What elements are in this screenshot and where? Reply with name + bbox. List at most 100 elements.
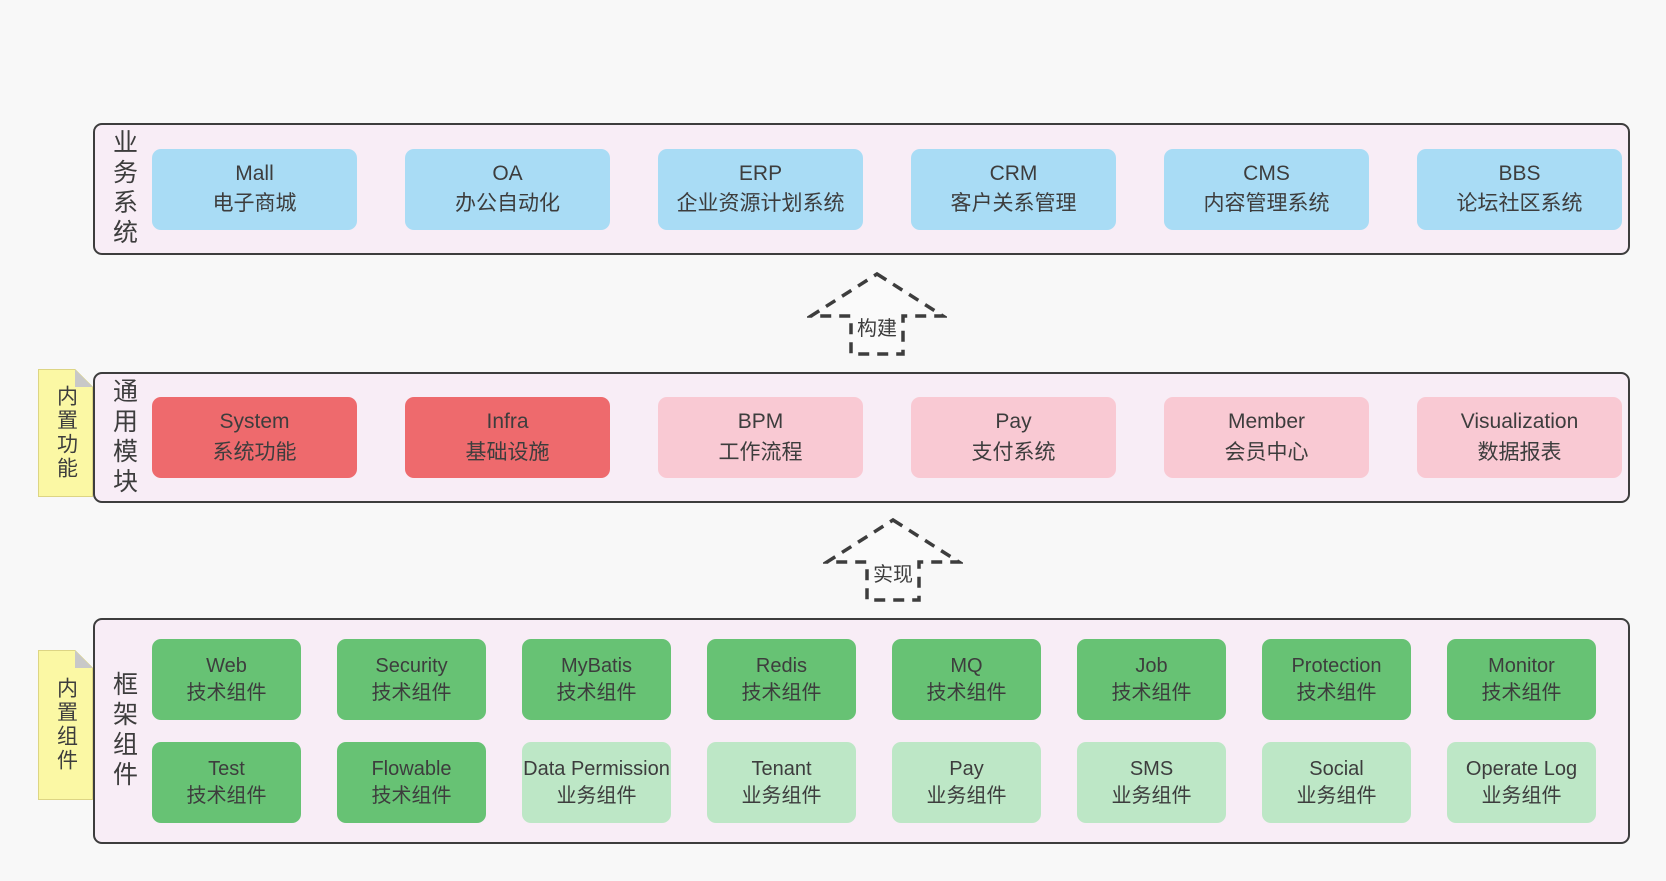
module-box: Visualization 数据报表: [1417, 397, 1622, 478]
module-subtitle: 技术组件: [926, 681, 1007, 704]
module-box: Test 技术组件: [152, 742, 301, 823]
modules-box-grid: System 系统功能 Infra 基础设施 BPM 工作流程 Pay 支付系统…: [152, 374, 1628, 501]
module-title: BBS: [1498, 161, 1541, 185]
sticky-note-icon: [38, 650, 93, 800]
module-title: MyBatis: [560, 655, 633, 678]
module-subtitle: 内容管理系统: [1203, 192, 1330, 215]
module-box: Protection 技术组件: [1262, 639, 1411, 720]
module-subtitle: 技术组件: [1111, 681, 1192, 704]
panel-framework-label: 框架组件: [109, 671, 138, 791]
module-title: Redis: [755, 655, 808, 678]
arrow-build: 构建: [807, 270, 947, 358]
module-subtitle: 技术组件: [1481, 681, 1562, 704]
folded-corner-icon: [75, 369, 93, 387]
module-box: Infra 基础设施: [405, 397, 610, 478]
module-title: Member: [1227, 410, 1306, 434]
module-title: CMS: [1243, 161, 1290, 185]
module-box: Data Permission 业务组件: [522, 742, 671, 823]
module-box: System 系统功能: [152, 397, 357, 478]
module-title: Protection: [1291, 655, 1382, 678]
module-subtitle: 技术组件: [371, 784, 452, 807]
panel-modules-label: 通用模块: [109, 377, 138, 498]
module-subtitle: 工作流程: [718, 440, 803, 464]
module-title: Test: [208, 758, 245, 781]
module-subtitle: 客户关系管理: [950, 192, 1077, 215]
module-title: CRM: [989, 161, 1038, 185]
module-title: Visualization: [1460, 410, 1579, 434]
module-subtitle: 技术组件: [741, 681, 822, 704]
module-box: Tenant 业务组件: [707, 742, 856, 823]
panel-business-label: 业务系统: [109, 129, 138, 249]
module-title: Social: [1309, 758, 1364, 781]
module-box: ERP 企业资源计划系统: [658, 148, 863, 230]
panel-common-modules: 通用模块 System 系统功能 Infra 基础设施 BPM 工作流程 Pay…: [93, 372, 1630, 503]
module-title: MQ: [950, 655, 983, 678]
module-title: Job: [1135, 655, 1168, 678]
module-title: Data Permission: [523, 758, 670, 781]
arrow-build-label: 构建: [854, 312, 900, 341]
module-box: MyBatis 技术组件: [522, 639, 671, 720]
module-title: OA: [492, 161, 523, 185]
module-title: Monitor: [1488, 655, 1555, 678]
sticky-note-text: 内置组件: [54, 677, 78, 773]
module-subtitle: 数据报表: [1477, 440, 1562, 464]
module-subtitle: 电子商城: [212, 192, 297, 215]
module-subtitle: 支付系统: [971, 440, 1056, 464]
sticky-note-text: 内置功能: [54, 385, 78, 481]
module-subtitle: 技术组件: [186, 681, 267, 704]
module-subtitle: 办公自动化: [455, 192, 560, 215]
module-subtitle: 基础设施: [465, 440, 550, 464]
module-subtitle: 企业资源计划系统: [676, 192, 845, 215]
module-title: Web: [206, 655, 247, 678]
module-title: Mall: [235, 161, 274, 185]
module-box: MQ 技术组件: [892, 639, 1041, 720]
module-box: Pay 支付系统: [911, 397, 1116, 478]
module-title: BPM: [737, 410, 784, 434]
folded-corner-icon: [75, 650, 93, 668]
module-box: OA 办公自动化: [405, 148, 610, 230]
module-title: System: [219, 410, 290, 434]
module-subtitle: 技术组件: [186, 784, 267, 807]
module-box: Operate Log 业务组件: [1447, 742, 1596, 823]
module-title: Security: [375, 655, 448, 678]
business-box-grid: Mall 电子商城 OA 办公自动化 ERP 企业资源计划系统 CRM 客户关系…: [152, 125, 1628, 253]
module-title: Operate Log: [1465, 758, 1578, 781]
module-subtitle: 业务组件: [741, 784, 822, 807]
arrow-implement-label: 实现: [870, 558, 916, 587]
module-title: ERP: [738, 161, 783, 185]
framework-box-grid: Web 技术组件 Security 技术组件 MyBatis 技术组件 Redi…: [152, 620, 1628, 842]
module-box: Social 业务组件: [1262, 742, 1411, 823]
module-subtitle: 会员中心: [1224, 440, 1309, 464]
module-box: Redis 技术组件: [707, 639, 856, 720]
module-subtitle: 系统功能: [212, 440, 297, 464]
module-subtitle: 技术组件: [556, 681, 637, 704]
module-box: Monitor 技术组件: [1447, 639, 1596, 720]
module-box: BBS 论坛社区系统: [1417, 148, 1622, 230]
module-title: Pay: [995, 410, 1032, 434]
module-subtitle: 业务组件: [926, 784, 1007, 807]
module-box: Pay 业务组件: [892, 742, 1041, 823]
panel-framework-components: 框架组件 Web 技术组件 Security 技术组件 MyBatis 技术组件…: [93, 618, 1630, 844]
sticky-note-icon: [38, 369, 93, 497]
module-subtitle: 技术组件: [371, 681, 452, 704]
module-box: Job 技术组件: [1077, 639, 1226, 720]
module-subtitle: 论坛社区系统: [1456, 192, 1583, 215]
module-title: Flowable: [371, 758, 452, 781]
module-subtitle: 技术组件: [1296, 681, 1377, 704]
module-title: SMS: [1129, 758, 1174, 781]
panel-business-systems: 业务系统 Mall 电子商城 OA 办公自动化 ERP 企业资源计划系统 CRM…: [93, 123, 1630, 255]
module-subtitle: 业务组件: [1111, 784, 1192, 807]
module-box: CRM 客户关系管理: [911, 148, 1116, 230]
sticky-note-builtin-components: 内置组件: [38, 650, 93, 800]
module-box: CMS 内容管理系统: [1164, 148, 1369, 230]
module-subtitle: 业务组件: [556, 784, 637, 807]
module-box: Security 技术组件: [337, 639, 486, 720]
module-box: Member 会员中心: [1164, 397, 1369, 478]
module-box: SMS 业务组件: [1077, 742, 1226, 823]
module-subtitle: 业务组件: [1481, 784, 1562, 807]
module-subtitle: 业务组件: [1296, 784, 1377, 807]
module-box: BPM 工作流程: [658, 397, 863, 478]
module-box: Mall 电子商城: [152, 148, 357, 230]
arrow-implement: 实现: [823, 516, 963, 604]
